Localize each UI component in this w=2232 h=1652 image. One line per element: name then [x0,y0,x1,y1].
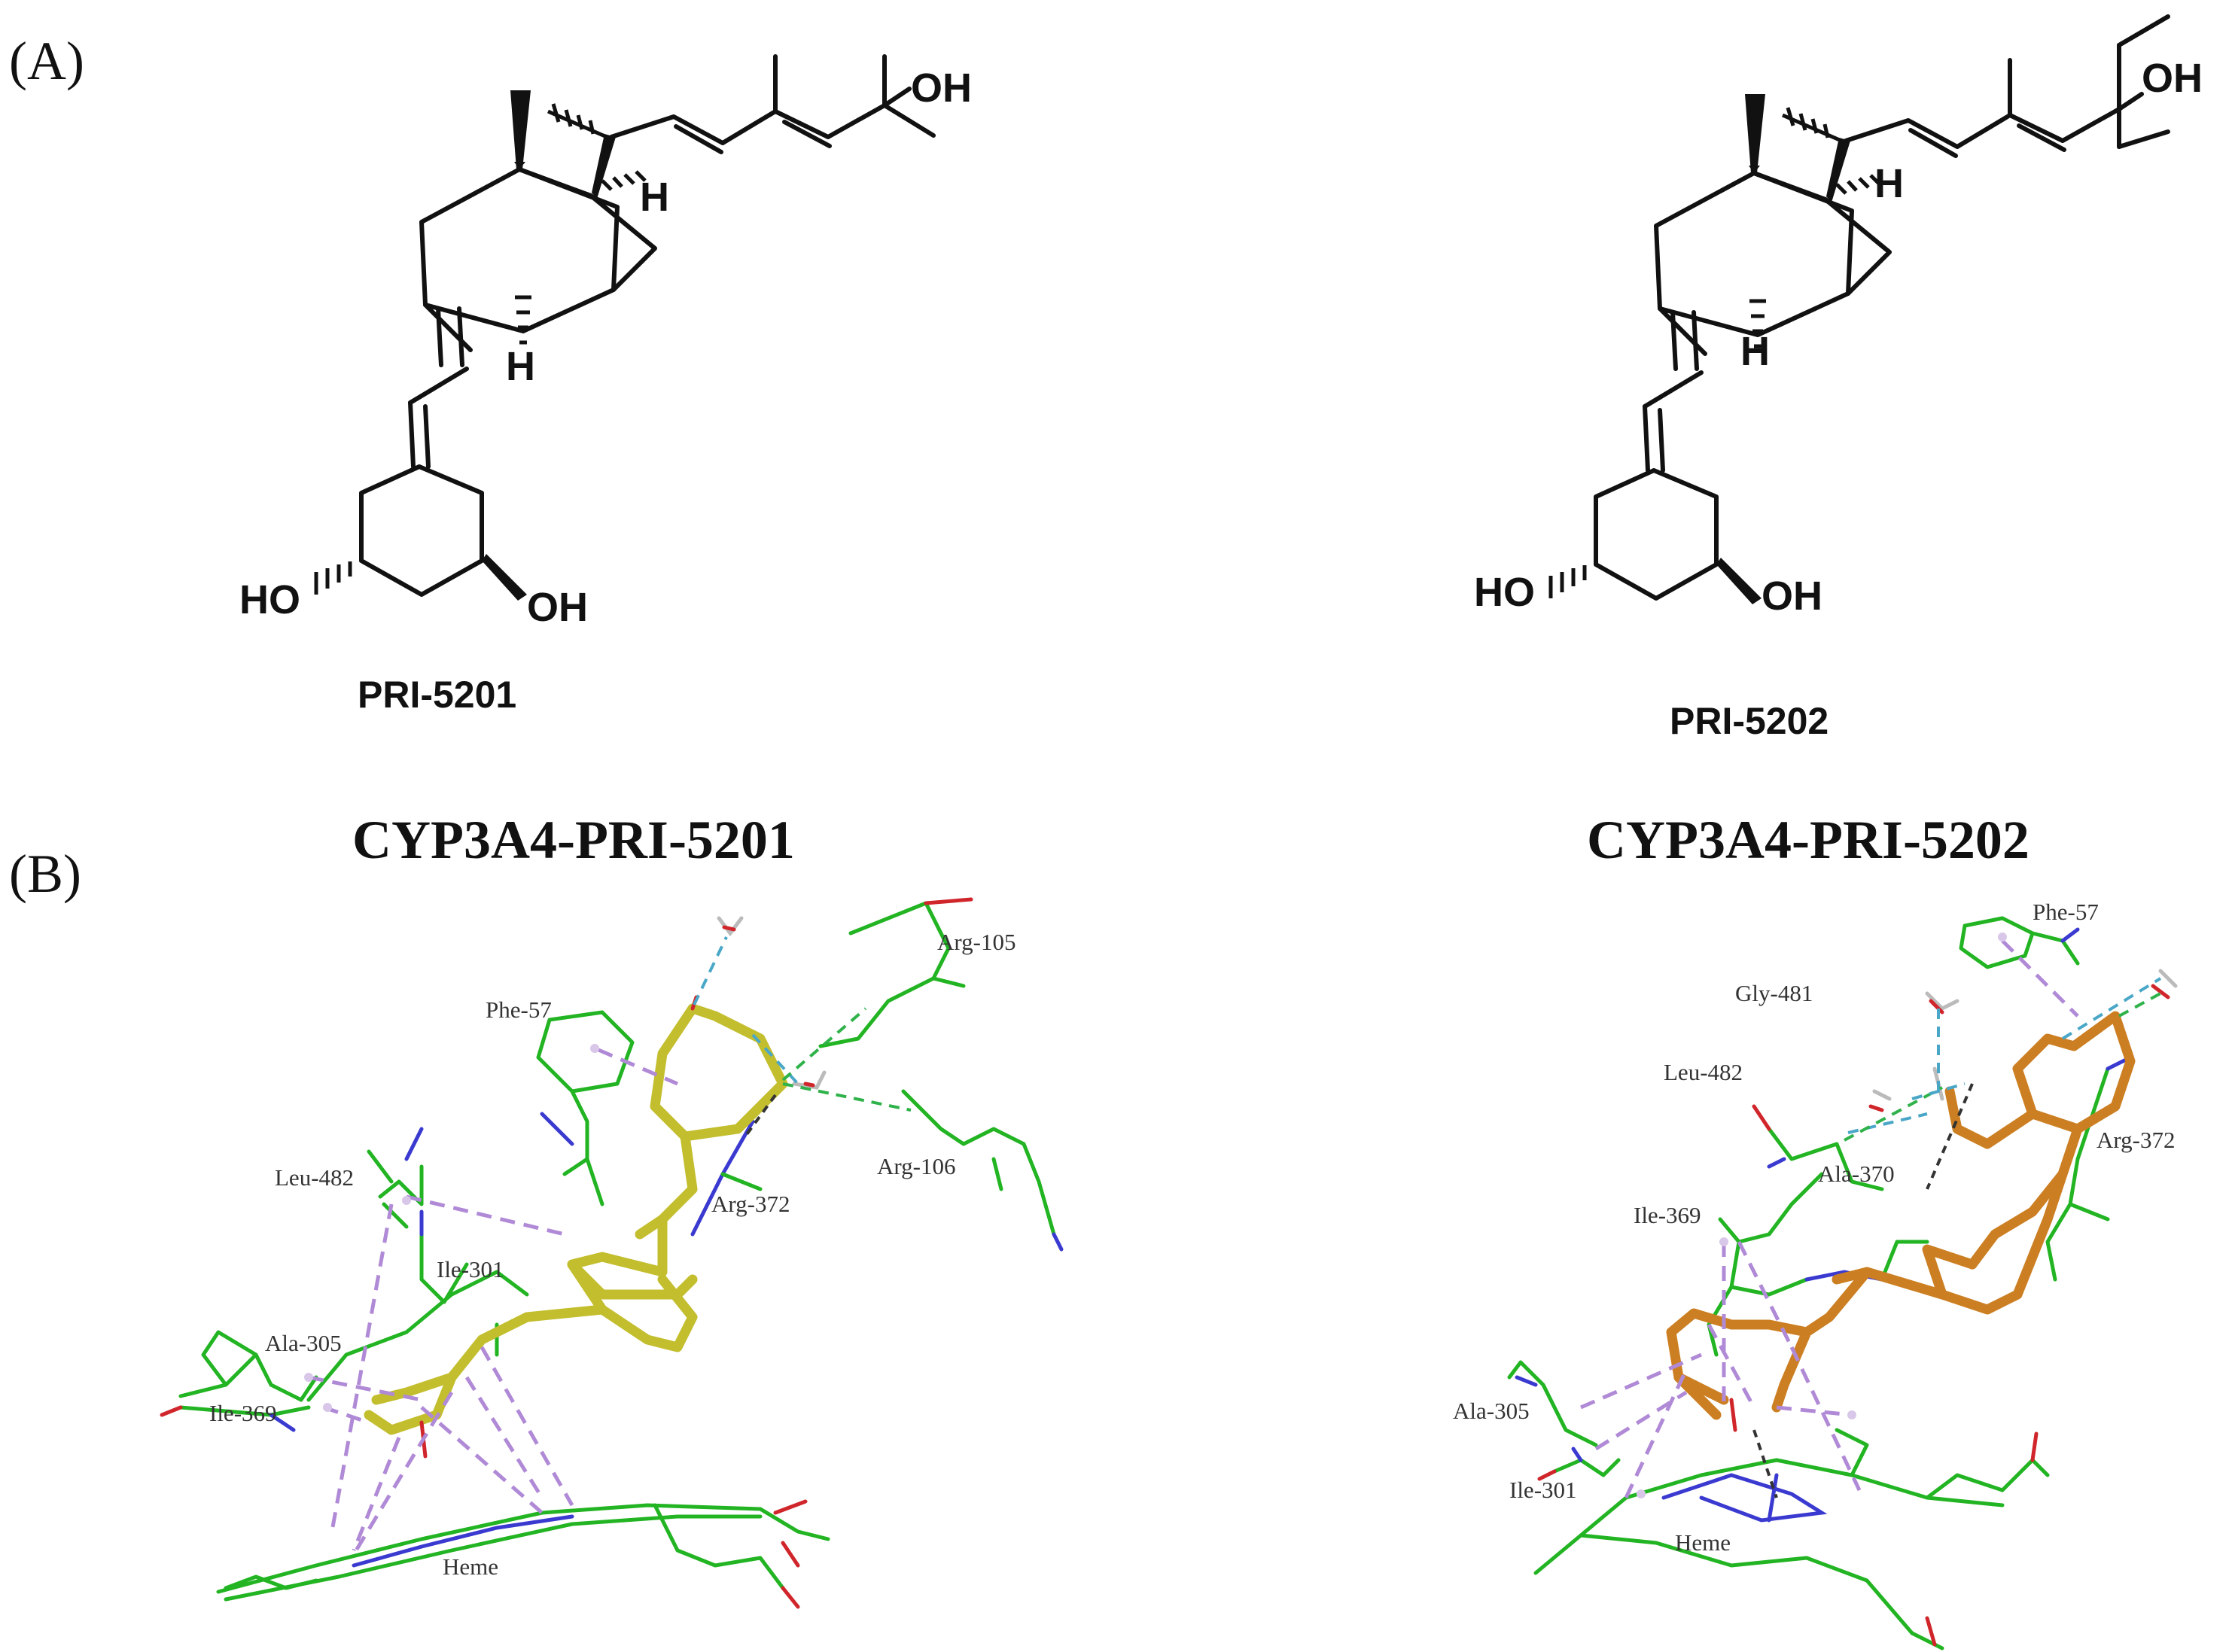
label-arg-372-b: Arg-372 [2096,1127,2175,1153]
label-ile-301: Ile-301 [437,1256,504,1282]
panel-a-label: (A) [9,31,84,91]
docking-view-pri-5201: Arg-105 Phe-57 Leu-482 Arg-106 Arg-372 I… [160,897,1064,1609]
label-phe-57: Phe-57 [486,996,552,1023]
docking-title-pri-5201: CYP3A4-PRI-5201 [352,810,795,870]
pri5202-ho-left: HO [1474,570,1535,615]
pri5202-oh-right: OH [1762,573,1822,619]
label-phe-57-b: Phe-57 [2033,899,2099,925]
label-ala-305-b: Ala-305 [1453,1398,1530,1424]
label-leu-482: Leu-482 [275,1164,354,1191]
pri5201-ho-left: HO [239,577,300,622]
label-ala-370: Ala-370 [1818,1161,1895,1187]
pri5201-oh-right: OH [527,585,588,630]
pri5202-chain-oh: OH [2142,56,2203,101]
label-ala-305: Ala-305 [265,1330,342,1356]
docking-title-pri-5202: CYP3A4-PRI-5202 [1587,810,2030,870]
docking-view-pri-5202: Phe-57 Gly-481 Leu-482 Arg-372 Ala-370 I… [1453,899,2178,1650]
label-arg-106: Arg-106 [877,1153,955,1179]
label-heme: Heme [443,1553,498,1580]
pri5202-c17-h: H [1874,161,1904,206]
pri5202-c14-h: H [1740,329,1770,374]
label-arg-105: Arg-105 [937,929,1016,955]
label-ile-301-b: Ile-301 [1509,1477,1577,1503]
compound-label-pri-5202: PRI-5202 [1670,700,1829,742]
label-ile-369-b: Ile-369 [1634,1202,1701,1228]
structure-pri-5202: OH H H HO OH [1474,14,2203,619]
label-ile-369: Ile-369 [209,1400,277,1426]
label-heme-b: Heme [1675,1529,1731,1556]
pri5201-chain-oh: OH [911,65,972,111]
pri5201-c14-h: H [506,344,535,389]
label-gly-481: Gly-481 [1735,980,1813,1006]
structure-pri-5201: OH H H HO OH [239,54,972,630]
label-leu-482-b: Leu-482 [1664,1059,1743,1085]
label-arg-372: Arg-372 [711,1191,790,1217]
panel-b-label: (B) [9,844,81,904]
compound-label-pri-5201: PRI-5201 [358,674,516,716]
pri5201-c17-h: H [640,175,669,220]
